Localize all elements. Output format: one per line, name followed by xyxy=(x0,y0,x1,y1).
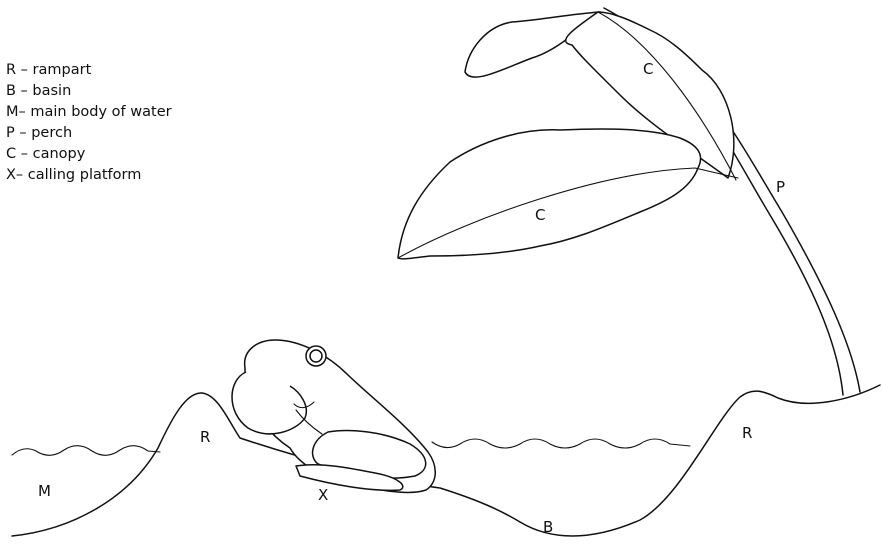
frog-eye-inner xyxy=(310,350,322,362)
label-calling-platform: X xyxy=(318,486,328,504)
water-surface-main xyxy=(12,446,160,456)
ground-profile xyxy=(12,385,880,536)
frog xyxy=(232,340,435,492)
label-canopy-lower: C xyxy=(535,206,545,224)
label-canopy-upper: C xyxy=(643,60,653,78)
canopy-leaf-lower xyxy=(398,129,701,259)
label-rampart-left: R xyxy=(200,428,210,446)
water-surface-basin xyxy=(432,439,690,448)
label-rampart-right: R xyxy=(742,424,752,442)
label-basin: B xyxy=(543,518,553,536)
label-main-water: M xyxy=(38,482,51,500)
label-perch: P xyxy=(776,178,785,196)
